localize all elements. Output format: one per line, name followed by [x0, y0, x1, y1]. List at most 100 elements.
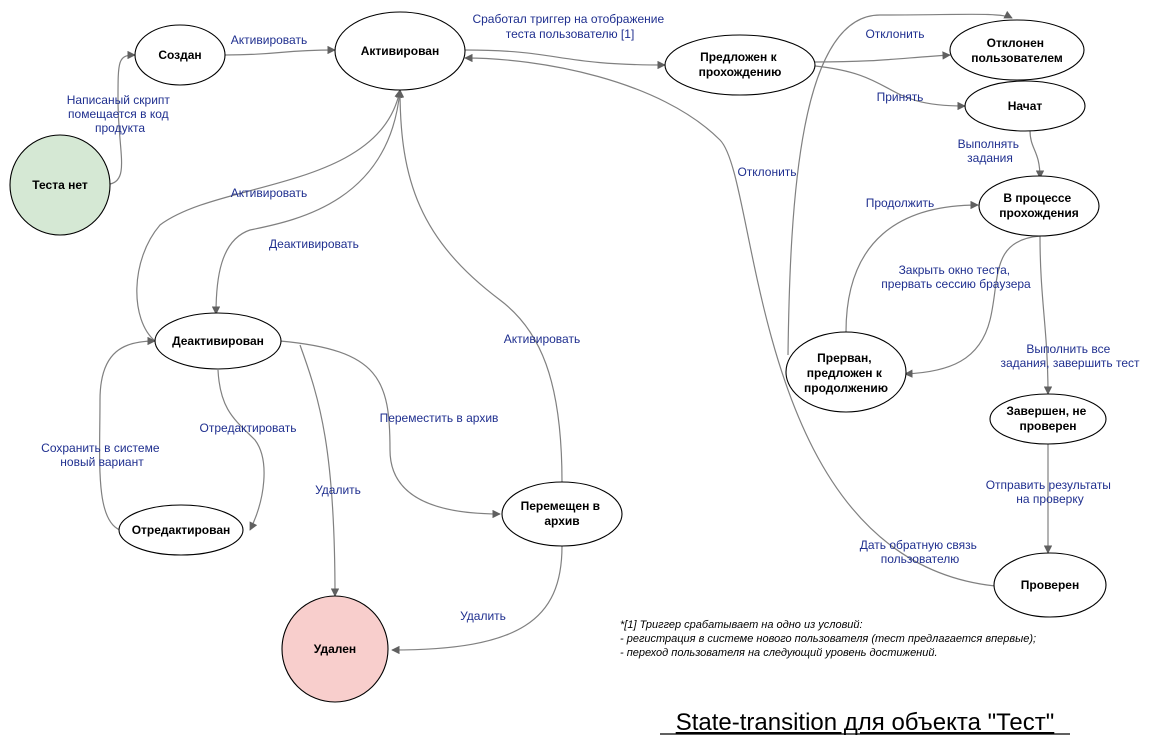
- edge-activated-to-deactivated: [211, 89, 401, 315]
- label-accept: Принять: [877, 90, 924, 104]
- edge-checked-to-activated: [464, 53, 996, 587]
- label-activate-3: Активировать: [504, 332, 580, 346]
- footnote-line3: - переход пользователя на следующий уров…: [620, 647, 938, 659]
- label-script-in-code-line3: продукта: [95, 121, 145, 135]
- edge-deactivated-to-deleted: [299, 344, 340, 597]
- edge-labels: Написаный скрипт помещается в код продук…: [41, 12, 1140, 623]
- label-script-in-code-line2: помещается в код: [68, 107, 169, 121]
- label-complete-all-line1: Выполнить все: [1026, 342, 1110, 356]
- state-declined-label: Отклонен пользователем: [971, 36, 1063, 65]
- edge-archived-to-activated: [395, 89, 563, 483]
- state-edited-label: Отредактирован: [132, 523, 231, 537]
- state-offered-label-line1: Предложен к: [700, 50, 777, 64]
- footnote-line2: - регистрация в системе нового пользоват…: [620, 633, 1036, 645]
- label-script-in-code: Написаный скрипт помещается в код продук…: [67, 93, 173, 135]
- state-finished: Завершен, не проверен: [989, 393, 1107, 445]
- label-do-tasks-line1: Выполнять: [958, 137, 1019, 151]
- edge-deactivated-to-edited: [217, 369, 265, 531]
- state-archived-label-line1: Перемещен в: [521, 499, 600, 513]
- edge-interrupted-to-in-progress: [845, 200, 979, 333]
- label-do-tasks-line2: задания: [967, 151, 1013, 165]
- label-save-variant-line1: Сохранить в системе: [41, 441, 160, 455]
- state-deactivated-label: Деактивирован: [172, 334, 264, 348]
- label-send-results-line1: Отправить результаты: [986, 478, 1111, 492]
- state-no-test: Теста нет: [9, 134, 111, 236]
- state-archived: Перемещен в архив: [501, 481, 623, 547]
- label-close-window-line2: прервать сессию браузера: [881, 277, 1031, 291]
- state-in-progress-label: В процессе прохождения: [999, 191, 1079, 220]
- label-edit: Отредактировать: [200, 421, 297, 435]
- state-in-progress-label-line1: В процессе: [1003, 191, 1071, 205]
- state-interrupted: Прерван, предложен к продолжению: [785, 331, 907, 413]
- edges: [98, 10, 1053, 655]
- state-created: Создан: [134, 24, 226, 86]
- state-no-test-label: Теста нет: [32, 178, 88, 192]
- nodes: Теста нет Создан Активирован Предложен к…: [9, 11, 1107, 703]
- label-trigger: Сработал триггер на отображение теста по…: [472, 12, 667, 41]
- state-started-label: Начат: [1008, 99, 1043, 113]
- state-interrupted-label-line2: предложен к: [807, 366, 883, 380]
- label-save-variant-line2: новый вариант: [60, 455, 144, 469]
- state-interrupted-label-line1: Прерван,: [817, 351, 871, 365]
- diagram-title: State-transition для объекта "Тест": [676, 709, 1055, 736]
- label-feedback: Дать обратную связь пользователю: [860, 538, 981, 566]
- label-activate-1: Активировать: [231, 33, 307, 47]
- state-in-progress: В процессе прохождения: [978, 175, 1100, 237]
- label-complete-all: Выполнить все задания, завершить тест: [1000, 342, 1140, 370]
- label-close-window: Закрыть окно теста, прервать сессию брау…: [881, 263, 1031, 291]
- edge-edited-to-deactivated: [98, 336, 156, 531]
- state-archived-label-line2: архив: [544, 514, 579, 528]
- state-activated-label: Активирован: [361, 44, 439, 58]
- label-complete-all-line2: задания, завершить тест: [1000, 356, 1140, 370]
- edge-in-progress-to-interrupted: [904, 235, 1041, 378]
- edge-in-progress-to-finished: [1039, 235, 1053, 395]
- state-checked-label: Проверен: [1021, 578, 1079, 592]
- label-do-tasks: Выполнять задания: [958, 137, 1023, 165]
- state-declined: Отклонен пользователем: [949, 19, 1085, 81]
- edge-offered-to-started: [814, 65, 966, 111]
- label-decline-1: Отклонить: [865, 27, 924, 41]
- edge-started-to-in-progress: [1029, 129, 1045, 179]
- state-finished-label: Завершен, не проверен: [1006, 404, 1089, 433]
- label-send-results-line2: на проверку: [1016, 492, 1083, 506]
- state-declined-label-line2: пользователем: [971, 51, 1063, 65]
- state-offered-label-line2: прохождению: [699, 65, 782, 79]
- state-declined-label-line1: Отклонен: [987, 36, 1044, 50]
- state-interrupted-label: Прерван, предложен к продолжению: [804, 351, 888, 395]
- state-started: Начат: [964, 80, 1086, 132]
- label-deactivate: Деактивировать: [269, 237, 359, 251]
- state-deactivated: Деактивирован: [154, 312, 282, 370]
- label-script-in-code-line1: Написаный скрипт: [67, 93, 171, 107]
- edge-no-test-to-created: [109, 50, 136, 185]
- label-feedback-line2: пользователю: [881, 552, 960, 566]
- edge-deactivated-to-archived: [279, 340, 501, 519]
- state-in-progress-label-line2: прохождения: [999, 206, 1079, 220]
- footnote-line1: *[1] Триггер срабатывает на одно из усло…: [620, 619, 863, 631]
- label-feedback-line1: Дать обратную связь: [860, 538, 977, 552]
- label-send-results: Отправить результаты на проверку: [986, 478, 1115, 506]
- edge-created-to-activated: [224, 45, 336, 56]
- edge-deactivated-to-activated: [136, 89, 403, 342]
- label-trigger-line1: Сработал триггер на отображение: [472, 12, 664, 26]
- label-trigger-line2: теста пользователю [1]: [506, 27, 635, 41]
- state-interrupted-label-line3: продолжению: [804, 381, 888, 395]
- edge-interrupted-to-declined: [787, 10, 1013, 356]
- label-close-window-line1: Закрыть окно теста,: [899, 263, 1011, 277]
- label-continue: Продолжить: [866, 196, 935, 210]
- label-delete-2: Удалить: [460, 609, 506, 623]
- state-offered: Предложен к прохождению: [664, 34, 816, 96]
- state-deleted-label: Удален: [314, 642, 356, 656]
- edge-archived-to-deleted: [391, 545, 563, 655]
- label-move-archive: Переместить в архив: [380, 411, 499, 425]
- state-offered-label: Предложен к прохождению: [699, 50, 782, 79]
- state-finished-label-line2: проверен: [1019, 419, 1076, 433]
- label-decline-2: Отклонить: [737, 165, 796, 179]
- label-save-variant: Сохранить в системе новый вариант: [41, 441, 163, 469]
- state-finished-label-line1: Завершен, не: [1006, 404, 1086, 418]
- edge-offered-to-declined: [814, 51, 951, 63]
- edge-activated-to-offered: [464, 49, 666, 70]
- state-checked: Проверен: [993, 552, 1107, 618]
- footnote: *[1] Триггер срабатывает на одно из усло…: [620, 619, 1036, 659]
- state-archived-label: Перемещен в архив: [521, 499, 604, 528]
